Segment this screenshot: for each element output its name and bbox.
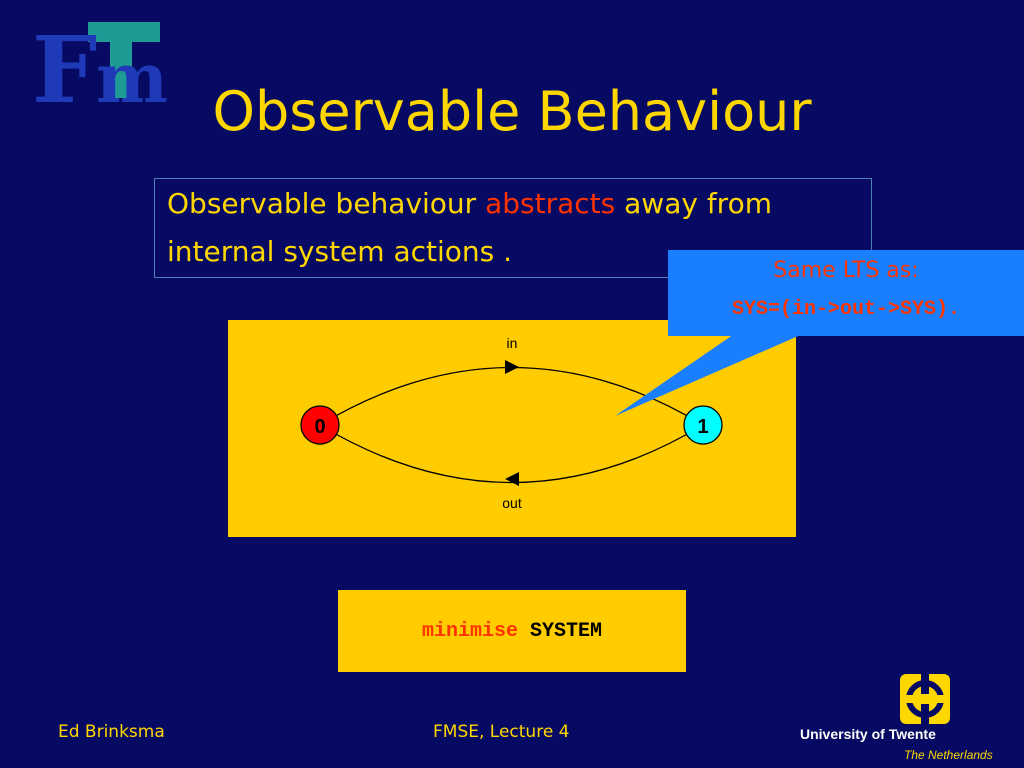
definition-keyword: abstracts	[485, 187, 616, 220]
logo-letter-m: m	[96, 39, 168, 114]
transition-out-arc	[319, 424, 704, 484]
callout-box: Same LTS as: SYS=(in->out->SYS).	[668, 250, 1024, 336]
transition-in-label: in	[507, 335, 518, 351]
definition-line-1: Observable behaviour abstracts away from	[167, 187, 772, 220]
university-country: The Netherlands	[904, 748, 993, 762]
callout-line-2: SYS=(in->out->SYS).	[731, 298, 961, 321]
fm-logo: F m	[32, 16, 168, 114]
minimise-keyword: minimise	[421, 620, 518, 643]
definition-line-2: internal system actions .	[167, 235, 513, 268]
minimise-command-box: minimise SYSTEM	[338, 590, 686, 672]
definition-part-3: away from	[615, 187, 772, 220]
arrow-out-icon	[505, 472, 519, 486]
slide-title: Observable Behaviour	[212, 80, 812, 143]
state-0-label: 0	[314, 416, 325, 438]
definition-part-1: Observable behaviour	[167, 187, 486, 220]
definition-box: Observable behaviour abstracts away from…	[154, 178, 872, 278]
transition-out-label: out	[502, 495, 522, 511]
state-0-node	[300, 405, 340, 445]
lts-diagram: in out 0 1	[228, 320, 796, 537]
logo-letter-f: F	[32, 16, 97, 114]
state-1-label: 1	[697, 416, 708, 438]
university-name: University of Twente	[800, 726, 936, 742]
university-logo-icon	[900, 674, 950, 724]
minimise-command: minimise SYSTEM	[338, 620, 686, 643]
callout-line-1: Same LTS as:	[773, 258, 919, 283]
footer-course: FMSE, Lecture 4	[433, 722, 570, 742]
footer-author: Ed Brinksma	[58, 722, 165, 742]
arrow-in-icon	[505, 360, 519, 374]
minimise-target: SYSTEM	[530, 620, 603, 643]
transition-in-arc	[319, 366, 704, 426]
